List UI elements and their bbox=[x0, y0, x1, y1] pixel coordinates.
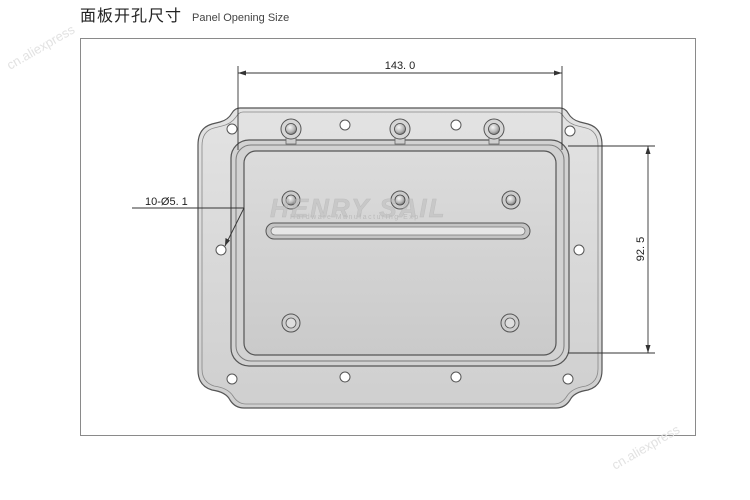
hinge-rivet-center bbox=[389, 118, 411, 145]
title-english: Panel Opening Size bbox=[192, 12, 290, 24]
hinge-rivet-right bbox=[483, 118, 505, 145]
mount-hole-top-2 bbox=[339, 119, 351, 131]
hinge-rivet-left bbox=[280, 118, 302, 145]
bottom-bushings bbox=[281, 313, 520, 333]
inner-rivets bbox=[281, 190, 521, 210]
mount-hole-bottom-2 bbox=[339, 371, 351, 383]
mount-hole-top-3 bbox=[450, 119, 462, 131]
mounting-holes bbox=[215, 119, 585, 385]
recess-floor bbox=[243, 150, 557, 356]
width-dimension bbox=[237, 66, 563, 150]
outer-flange-inner-edge bbox=[201, 111, 599, 405]
title-chinese: 面板开孔尺寸 bbox=[80, 6, 183, 25]
mount-hole-top-1 bbox=[226, 123, 238, 135]
mount-hole-bottom-1 bbox=[226, 373, 238, 385]
hinge-rivets bbox=[280, 118, 505, 145]
mount-hole-left bbox=[215, 244, 227, 256]
holes-callout-label: 10-Ø5. 1 bbox=[145, 196, 188, 208]
mount-hole-bottom-3 bbox=[450, 371, 462, 383]
brand-text: HENRY SAIL bbox=[270, 193, 447, 223]
mount-hole-top-4 bbox=[564, 125, 576, 137]
bushing-left bbox=[285, 317, 297, 329]
height-dimension bbox=[568, 145, 655, 354]
page-title: 面板开孔尺寸 Panel Opening Size bbox=[80, 2, 290, 25]
bushing-right bbox=[504, 317, 516, 329]
watermark-top-left: cn.aliexpress bbox=[4, 21, 78, 72]
brand-subtext: Hardware Manufacturing Exp bbox=[290, 214, 420, 221]
height-dimension-label: 92. 5 bbox=[635, 237, 647, 261]
drawing-frame bbox=[80, 38, 696, 436]
watermark-bottom-right: cn.aliexpress bbox=[609, 421, 683, 472]
mount-hole-bottom-4 bbox=[562, 373, 574, 385]
mount-hole-right bbox=[573, 244, 585, 256]
holes-callout bbox=[132, 207, 245, 247]
inner-rivet-left bbox=[285, 194, 297, 206]
handle-slot-inner bbox=[270, 226, 526, 236]
inner-rivet-center bbox=[394, 194, 406, 206]
inner-rivet-right bbox=[505, 194, 517, 206]
brand-logo: HENRY SAIL Hardware Manufacturing Exp bbox=[270, 193, 447, 224]
recess-step bbox=[235, 144, 565, 362]
width-dimension-label: 143. 0 bbox=[385, 60, 416, 72]
